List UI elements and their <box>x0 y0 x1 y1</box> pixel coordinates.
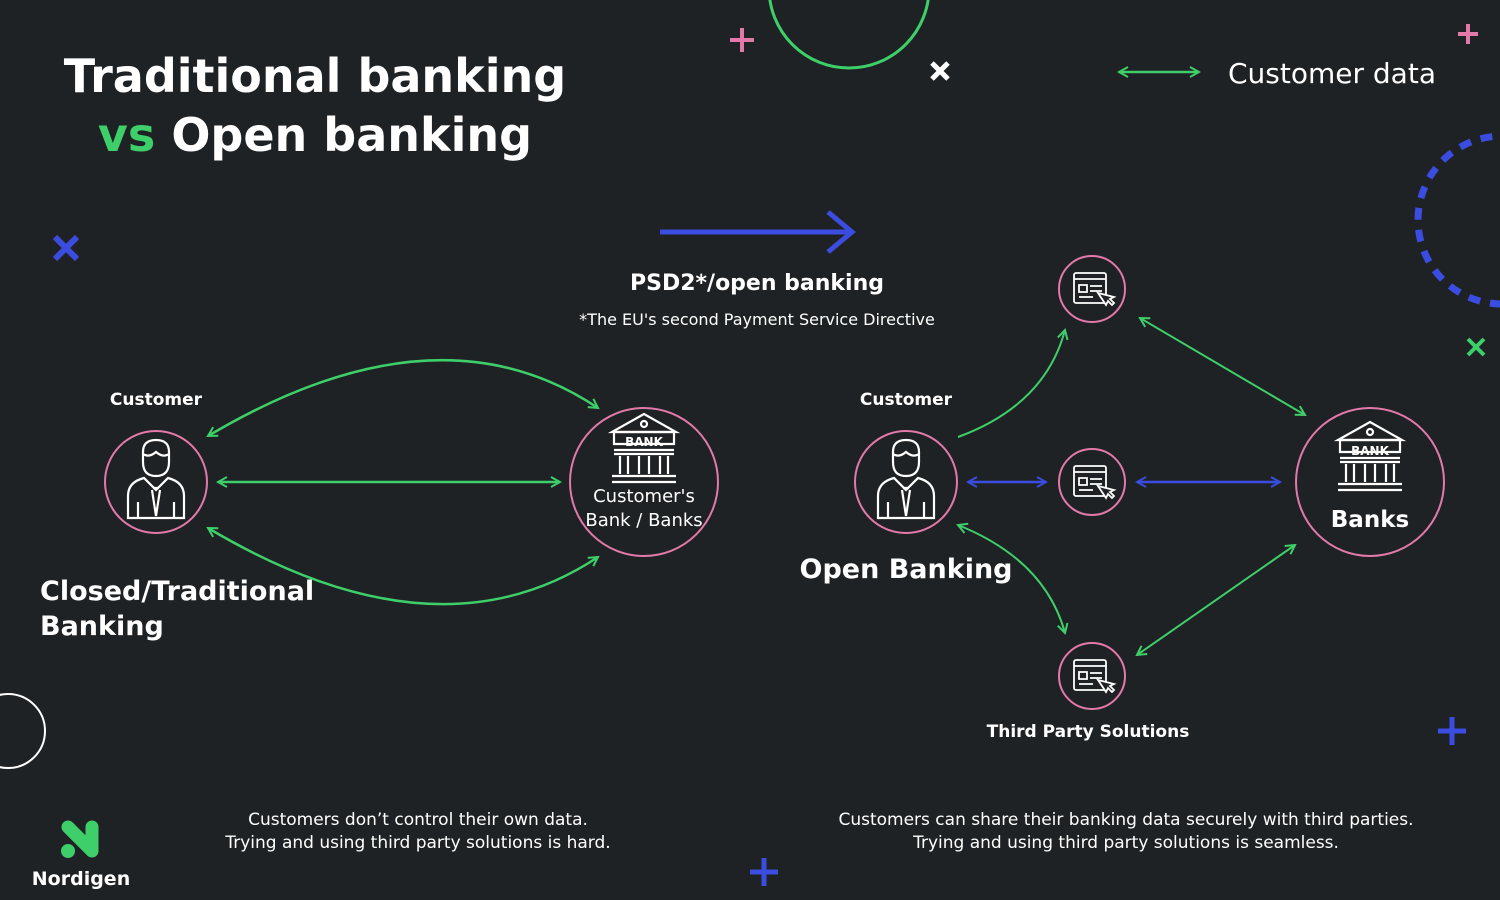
transition-footnote: *The EU's second Payment Service Directi… <box>579 310 935 329</box>
open-title: Open Banking <box>800 554 1013 585</box>
closed-banking-diagram: Customer BANK Customer's Bank / Banks Cl… <box>40 358 719 853</box>
dashed-circle-decoration <box>1414 132 1500 308</box>
data-arrow <box>1140 318 1305 415</box>
circle-decoration <box>0 693 46 769</box>
closed-bank-node <box>569 407 719 557</box>
nordigen-logo: Nordigen <box>32 820 130 890</box>
closed-caption-2: Trying and using third party solutions i… <box>224 833 610 853</box>
closed-bank-label-2: Bank / Banks <box>585 510 702 531</box>
title-open-banking: Open banking <box>171 108 532 162</box>
data-arrow-bottom <box>208 526 598 606</box>
closed-customer-label: Customer <box>110 390 203 410</box>
transition-label: PSD2*/open banking <box>630 271 884 296</box>
data-arrow <box>958 525 1065 633</box>
title-line-1: Traditional banking <box>64 49 566 103</box>
open-caption-1: Customers can share their banking data s… <box>838 810 1413 830</box>
banks-node <box>1295 407 1445 557</box>
bank-icon: BANK <box>1336 420 1404 492</box>
closed-caption-1: Customers don’t control their own data. <box>248 810 588 830</box>
x-decoration <box>52 234 80 262</box>
person-icon <box>126 438 186 520</box>
transition-arrowhead <box>826 210 856 254</box>
svg-text:BANK: BANK <box>625 435 663 449</box>
title-line-2: vs Open banking <box>98 108 532 162</box>
plus-decoration <box>1458 24 1478 44</box>
browser-icon <box>1073 659 1115 693</box>
closed-bank-label-1: Customer's <box>593 486 695 507</box>
circle-decoration <box>768 0 930 70</box>
person-icon <box>876 438 936 520</box>
browser-icon <box>1073 272 1115 306</box>
legend-label: Customer data <box>1228 57 1436 90</box>
closed-title-2: Banking <box>40 611 164 642</box>
svg-text:BANK: BANK <box>1351 444 1389 458</box>
data-arrow-top <box>208 358 598 438</box>
data-arrow <box>957 330 1065 438</box>
plus-decoration <box>1438 717 1466 745</box>
open-banking-diagram: Customer Open Banking BANK Banks Third P… <box>800 255 1445 853</box>
brand-name: Nordigen <box>32 868 130 890</box>
data-arrow <box>1137 545 1295 655</box>
third-party-label: Third Party Solutions <box>987 722 1190 742</box>
closed-customer-node <box>104 430 208 534</box>
bank-icon: BANK <box>610 412 678 484</box>
open-customer-label: Customer <box>860 390 953 410</box>
third-party-node-top <box>1058 255 1126 323</box>
open-caption-2: Trying and using third party solutions i… <box>912 833 1339 853</box>
banks-label: Banks <box>1331 507 1409 533</box>
browser-icon <box>1073 465 1115 499</box>
closed-title-1: Closed/Traditional <box>40 576 314 607</box>
x-decoration <box>1466 337 1486 357</box>
third-party-node-middle <box>1058 448 1126 516</box>
x-decoration <box>930 61 950 81</box>
plus-decoration <box>730 28 754 52</box>
open-customer-node <box>854 430 958 534</box>
plus-decoration <box>750 858 778 886</box>
title-vs: vs <box>98 108 155 162</box>
third-party-node-bottom <box>1058 642 1126 710</box>
